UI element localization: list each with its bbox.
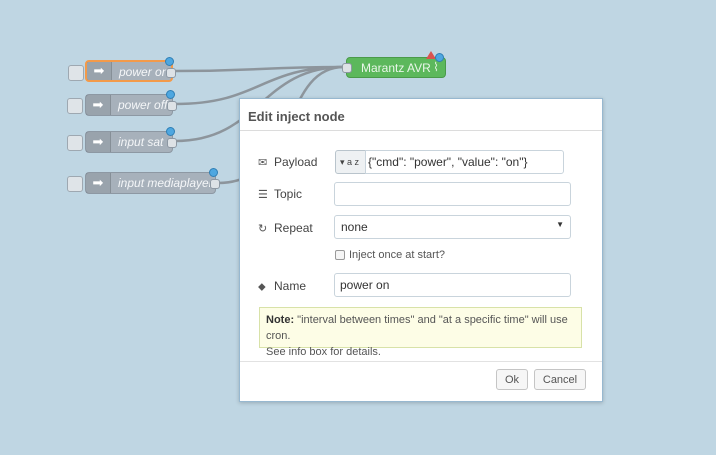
note-heading: Note: [266,314,295,326]
json-type-icon: a z [347,157,360,167]
caret-down-icon: ▼ [556,220,564,229]
note-text: "interval between times" and "at a speci… [266,314,568,342]
inject-node-input-sat[interactable]: ➡ input sat [67,127,177,153]
node-label: power off [118,98,168,112]
node-label: input sat [118,135,164,149]
node-label: Marantz AVR [361,61,431,75]
output-port[interactable] [210,179,220,189]
arrow-right-icon: ➡ [86,132,111,152]
wire-power-off[interactable] [174,65,345,106]
repeat-icon: ↻ [258,223,268,235]
arrow-right-icon: ➡ [86,95,111,115]
cron-note: Note: "interval between times" and "at a… [259,307,582,358]
wire-power-on[interactable] [174,65,345,73]
repeat-select[interactable]: none ▼ [334,215,571,239]
changed-indicator [166,127,175,136]
name-input[interactable]: power on [334,273,571,297]
inject-once-checkbox-row[interactable]: Inject once at start? [335,249,445,261]
marantz-avr-node[interactable]: Marantz AVR ⌇ [342,51,446,78]
changed-indicator [166,90,175,99]
warning-icon [426,51,436,59]
changed-indicator [209,168,218,177]
name-label: ⬥Name [258,279,307,293]
envelope-icon: ✉ [258,157,268,169]
payload-label: ✉Payload [258,155,318,169]
arrow-right-icon: ➡ [86,173,111,193]
changed-indicator [165,57,174,66]
edit-inject-dialog: Edit inject node [239,98,603,402]
arrow-right-icon: ➡ [87,62,112,80]
node-label: power on [119,65,169,79]
inject-trigger-button[interactable] [67,176,83,192]
changed-indicator [435,53,444,62]
inject-trigger-button[interactable] [67,135,83,151]
ok-button[interactable]: Ok [496,369,528,390]
repeat-value: none [341,220,368,234]
inject-node-input-mediaplayer[interactable]: ➡ input mediaplayer [67,168,220,194]
cancel-button[interactable]: Cancel [534,369,586,390]
inject-trigger-button[interactable] [67,98,83,114]
inject-trigger-button[interactable] [68,65,84,81]
wifi-icon: ⌇ [433,60,439,74]
input-port[interactable] [342,63,352,73]
inject-once-label: Inject once at start? [349,249,445,261]
payload-input[interactable]: {"cmd": "power", "value": "on"} [365,150,564,174]
dialog-footer-divider [240,361,602,362]
inject-node-power-off[interactable]: ➡ power off [67,90,177,116]
inject-once-checkbox[interactable] [335,250,345,261]
topic-input[interactable] [334,182,571,206]
output-port[interactable] [167,138,177,148]
output-port[interactable] [167,101,177,111]
inject-node-power-on[interactable]: ➡ power on [68,57,176,82]
tag-icon: ⬥ [258,281,266,293]
node-label: input mediaplayer [118,176,213,190]
output-port[interactable] [166,68,176,78]
repeat-label: ↻Repeat [258,221,313,235]
tasks-icon: ☰ [258,189,268,201]
topic-label: ☰Topic [258,187,303,201]
dialog-title: Edit inject node [240,99,602,131]
payload-type-button[interactable]: ▾ a z [335,150,366,174]
note-text-2: See info box for details. [266,346,381,358]
